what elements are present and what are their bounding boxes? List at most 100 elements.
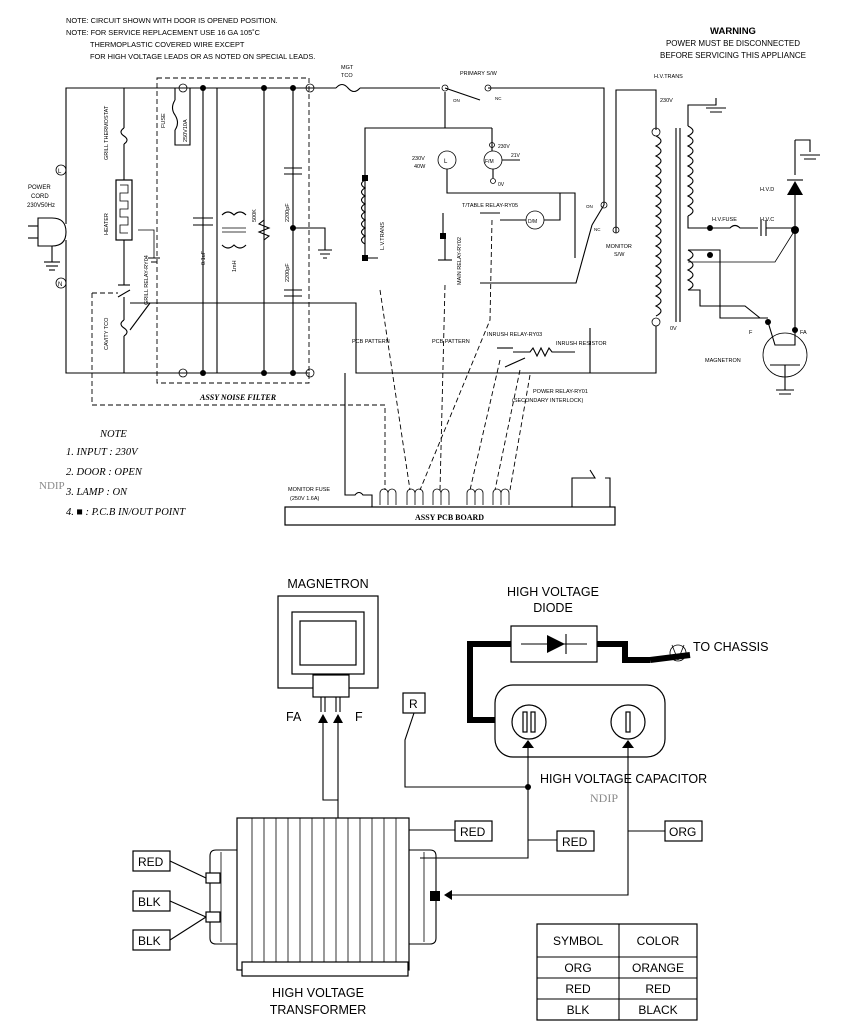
power-cord-label-2: CORD (31, 194, 49, 200)
resistor-500k (257, 219, 271, 241)
hv-fuse-symbol (710, 224, 758, 229)
power-cord-label-3: 230V50Hz (27, 203, 55, 209)
monitor-fuse-label-1: MONITOR FUSE (288, 487, 330, 493)
note-line-2: NOTE: FOR SERVICE REPLACEMENT USE 16 GA … (66, 28, 261, 37)
red-tag-1-label: RED (460, 825, 486, 839)
lamp-rating-1: 230V (412, 156, 425, 162)
hv-transformer-core (236, 817, 410, 971)
ttable-relay-label: T/TABLE RELAY-RY05 (462, 203, 518, 209)
pcb-pattern-1-label: PCB PATTERN (352, 339, 390, 345)
org-tag-label: ORG (669, 825, 696, 839)
warning-line-1: POWER MUST BE DISCONNECTED (666, 39, 800, 48)
power-cord-label-1: POWER (28, 185, 51, 191)
N-marker (55, 277, 67, 289)
hv-capacitor-body (494, 684, 666, 758)
pcb-board-label: ASSY PCB BOARD (415, 513, 484, 522)
res-500k-label: 500K (252, 209, 258, 222)
power-cord: POWER CORD 230V50Hz (27, 185, 67, 271)
fuse-label: FUSE (161, 113, 167, 128)
hv-capacitor-label: HIGH VOLTAGE CAPACITOR (540, 772, 707, 786)
red-tag-2-label: RED (562, 835, 588, 849)
grill-thermostat-symbol (120, 127, 128, 145)
warning-block: WARNING POWER MUST BE DISCONNECTED BEFOR… (660, 26, 806, 60)
heater (115, 179, 133, 241)
noise-filter-label: ASSY NOISE FILTER (199, 393, 277, 402)
main-relay-label: MAIN RELAY-RY02 (457, 237, 463, 285)
r-tag-label: R (409, 697, 418, 711)
hv-secondary-coil (686, 125, 694, 217)
chassis-ground-symbol (669, 644, 687, 662)
note-line-4: FOR HIGH VOLTAGE LEADS OR AS NOTED ON SP… (90, 52, 315, 61)
hv-c-label: H.V.C (760, 217, 774, 223)
hv-primary-coil (654, 135, 662, 317)
primary-winding-left (209, 849, 237, 945)
inrush-relay-label: INRUSH RELAY-RY03 (487, 332, 542, 338)
L-label: L (58, 169, 62, 175)
note-block-title: NOTE (99, 429, 127, 440)
note-line-1: NOTE: CIRCUIT SHOWN WITH DOOR IS OPENED … (66, 16, 278, 25)
top-notes: NOTE: CIRCUIT SHOWN WITH DOOR IS OPENED … (66, 16, 315, 61)
schematic-magnetron-label: MAGNETRON (705, 358, 741, 364)
monitor-sw-on: ON (586, 204, 593, 209)
blk-tag-2-label: BLK (138, 934, 161, 948)
hv-230-label: 230V (660, 98, 673, 104)
hv-diode-symbol (787, 181, 803, 195)
lamp-label: L (444, 159, 448, 165)
pcb-connectors (379, 488, 510, 505)
legend-symbol-red: RED (565, 982, 591, 996)
legend-color-black: BLACK (638, 1003, 677, 1017)
secondary-terminal (430, 891, 440, 901)
blk-tag-1-label: BLK (138, 895, 161, 909)
monitor-sw-label-2: S/W (614, 252, 625, 258)
note-line-lamp: 3. LAMP : ON (65, 487, 128, 498)
lv-trans-coil (360, 179, 367, 245)
secondary-interlock-label: (SECONDARY INTERLOCK) (512, 398, 583, 404)
diode-to-capacitor-wire (467, 641, 511, 723)
mgt-tco-symbol (335, 83, 361, 93)
mgt-tco-label-1: MGT (341, 65, 354, 71)
primary-sw-contact (444, 87, 481, 101)
note-line-pcb: 4. ■ : P.C.B IN/OUT POINT (66, 507, 186, 518)
red-tag-1 (454, 820, 493, 842)
inrush-resistor (513, 346, 575, 358)
grill-thermostat-label: GRILL THERMOSTAT (104, 105, 110, 160)
note-block: NOTE 1. INPUT : 230V 2. DOOR : OPEN 3. L… (65, 429, 186, 518)
grill-relay-label: GRILL RELAY-RY04 (144, 255, 150, 305)
cap-terminal-left (511, 704, 547, 740)
primary-sw-on: ON (453, 98, 460, 103)
choke-coil-2 (221, 244, 247, 249)
watermark-top: NDIP (39, 480, 65, 492)
to-chassis-label: TO CHASSIS (693, 640, 768, 654)
hv-d-label: H.V.D (760, 187, 774, 193)
cap-2200-b-label: 2200pF (285, 263, 291, 282)
mag-fa-label: FA (800, 330, 807, 336)
hv-0v-label: 0V (670, 326, 677, 332)
wiring-diagram: MAGNETRON FA F R HIGH VOLTAGE DIODE TO C… (132, 577, 768, 1017)
fm-21v: 21V (511, 153, 521, 159)
ind-1mh-label: 1mH (232, 260, 238, 272)
cap-2200-a-label: 2200pF (285, 203, 291, 222)
L-marker (55, 164, 67, 176)
pcb-switch (571, 469, 611, 507)
primary-terminal-top (205, 872, 221, 884)
fuse-symbol (171, 99, 179, 131)
legend-color-red: RED (645, 982, 671, 996)
plug-body (37, 217, 67, 247)
primary-terminal-bottom (205, 911, 221, 923)
mgt-tco-label-2: TCO (341, 73, 353, 79)
hv-filament-coil (686, 249, 694, 291)
legend-header-color: COLOR (637, 934, 680, 948)
monitor-fuse-label-2: (250V 1.6A) (290, 496, 320, 502)
hv-fuse-label: H.V.FUSE (712, 217, 737, 223)
schematic: POWER CORD 230V50Hz L N GRILL THERMOSTAT… (27, 65, 820, 526)
red-tag-2 (556, 830, 595, 852)
hv-transformer-title-1: HIGH VOLTAGE (272, 986, 364, 1000)
watermark-bottom: NDIP (590, 791, 618, 805)
warning-title: WARNING (710, 26, 756, 37)
pcb-board (284, 506, 616, 526)
monitor-sw-contact (591, 204, 605, 226)
red-tag-left-label: RED (138, 855, 164, 869)
diode-to-chassis-wire (597, 641, 650, 663)
magnetron-terminal-block (312, 674, 350, 698)
